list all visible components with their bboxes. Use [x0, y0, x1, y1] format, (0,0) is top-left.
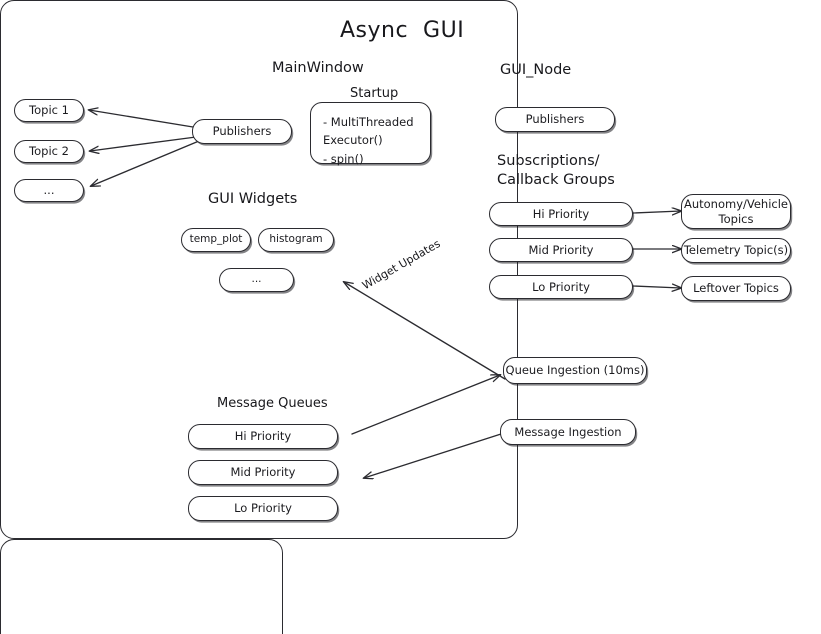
edge-hi-priority-autonomy [632, 211, 681, 213]
widget-more[interactable]: ... [219, 268, 294, 292]
subscriptions-title-line2: Callback Groups [497, 172, 615, 188]
right-topic-leftover[interactable]: Leftover Topics [681, 276, 791, 301]
subscriptions-title-line1: Subscriptions/ [497, 153, 600, 169]
gui-widgets-title: GUI Widgets [208, 191, 298, 207]
callback-group-hi[interactable]: Hi Priority [489, 202, 633, 226]
widget-histogram[interactable]: histogram [258, 228, 334, 252]
message-queue-lo[interactable]: Lo Priority [188, 496, 338, 521]
widget-temp-plot[interactable]: temp_plot [181, 228, 251, 252]
callback-group-mid[interactable]: Mid Priority [489, 238, 633, 262]
right-topic-autonomy[interactable]: Autonomy/Vehicle Topics [681, 194, 791, 229]
outer-container [0, 0, 518, 539]
message-queues-title: Message Queues [217, 396, 328, 411]
gui-node-publishers[interactable]: Publishers [495, 107, 615, 132]
topic-box-more[interactable]: ... [14, 179, 84, 202]
callback-group-lo[interactable]: Lo Priority [489, 275, 633, 299]
edge-lo-priority-leftover [632, 286, 681, 288]
gui-node-title: GUI_Node [500, 62, 572, 78]
main-window-container [0, 539, 283, 634]
startup-box: - MultiThreaded Executor() - spin() [310, 102, 431, 166]
right-topic-telemetry[interactable]: Telemetry Topic(s) [681, 238, 791, 263]
startup-item-2: - spin() [323, 151, 364, 166]
startup-item-1: Executor() [323, 133, 383, 148]
message-queue-hi[interactable]: Hi Priority [188, 424, 338, 449]
diagram-title: Async GUI [340, 18, 465, 43]
startup-item-0: - MultiThreaded [323, 115, 414, 129]
message-ingestion-box[interactable]: Message Ingestion [500, 419, 636, 445]
startup-title: Startup [350, 86, 399, 101]
main-window-title: MainWindow [272, 60, 364, 76]
main-window-publishers[interactable]: Publishers [192, 119, 292, 144]
queue-ingestion-box[interactable]: Queue Ingestion (10ms) [503, 357, 647, 384]
topic-box-2[interactable]: Topic 2 [14, 140, 84, 163]
topic-box-1[interactable]: Topic 1 [14, 99, 84, 122]
message-queue-mid[interactable]: Mid Priority [188, 460, 338, 485]
